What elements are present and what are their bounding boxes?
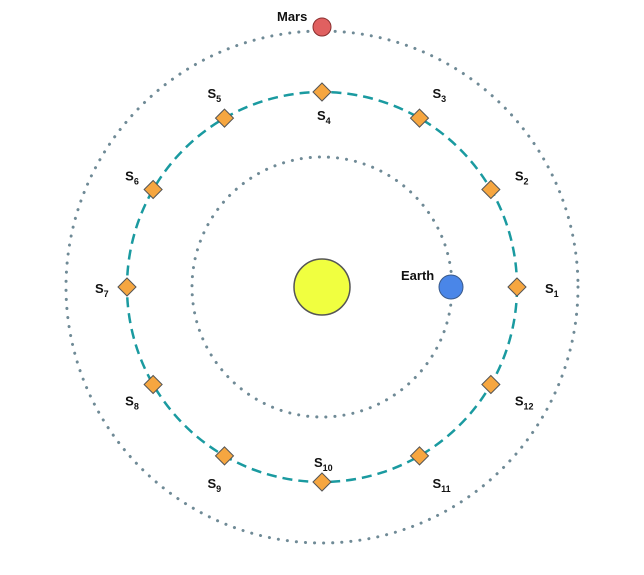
station-7-label: S7 — [95, 281, 109, 299]
station-4-marker-icon — [312, 82, 332, 102]
station-8-label: S8 — [125, 394, 139, 412]
station-5-label: S5 — [208, 86, 222, 104]
station-3-marker-icon — [409, 108, 430, 128]
station-12-marker-icon — [481, 374, 501, 395]
station-5-marker-icon — [214, 108, 235, 128]
mars-label: Mars — [277, 9, 307, 24]
station-11-label: S11 — [433, 476, 451, 494]
station-2-label: S2 — [515, 169, 529, 187]
station-7-marker-icon — [117, 277, 137, 297]
station-9-label: S9 — [208, 476, 222, 494]
station-1-marker-icon — [507, 277, 527, 297]
station-12-label: S12 — [515, 394, 534, 412]
sun-icon — [293, 258, 351, 316]
station-1-label: S1 — [545, 281, 559, 299]
station-6-marker-icon — [143, 179, 163, 200]
mars-orbit — [64, 29, 580, 545]
earth-label: Earth — [401, 268, 434, 283]
earth-planet-icon — [438, 274, 464, 300]
station-4-label: S4 — [317, 108, 331, 126]
mars-planet-icon — [312, 17, 332, 37]
station-9-marker-icon — [214, 446, 235, 466]
station-2-marker-icon — [481, 179, 501, 200]
station-6-label: S6 — [125, 169, 139, 187]
station-10-marker-icon — [312, 472, 332, 492]
station-11-marker-icon — [409, 446, 430, 466]
station-3-label: S3 — [433, 86, 447, 104]
station-10-label: S10 — [314, 455, 333, 473]
station-8-marker-icon — [143, 374, 163, 395]
